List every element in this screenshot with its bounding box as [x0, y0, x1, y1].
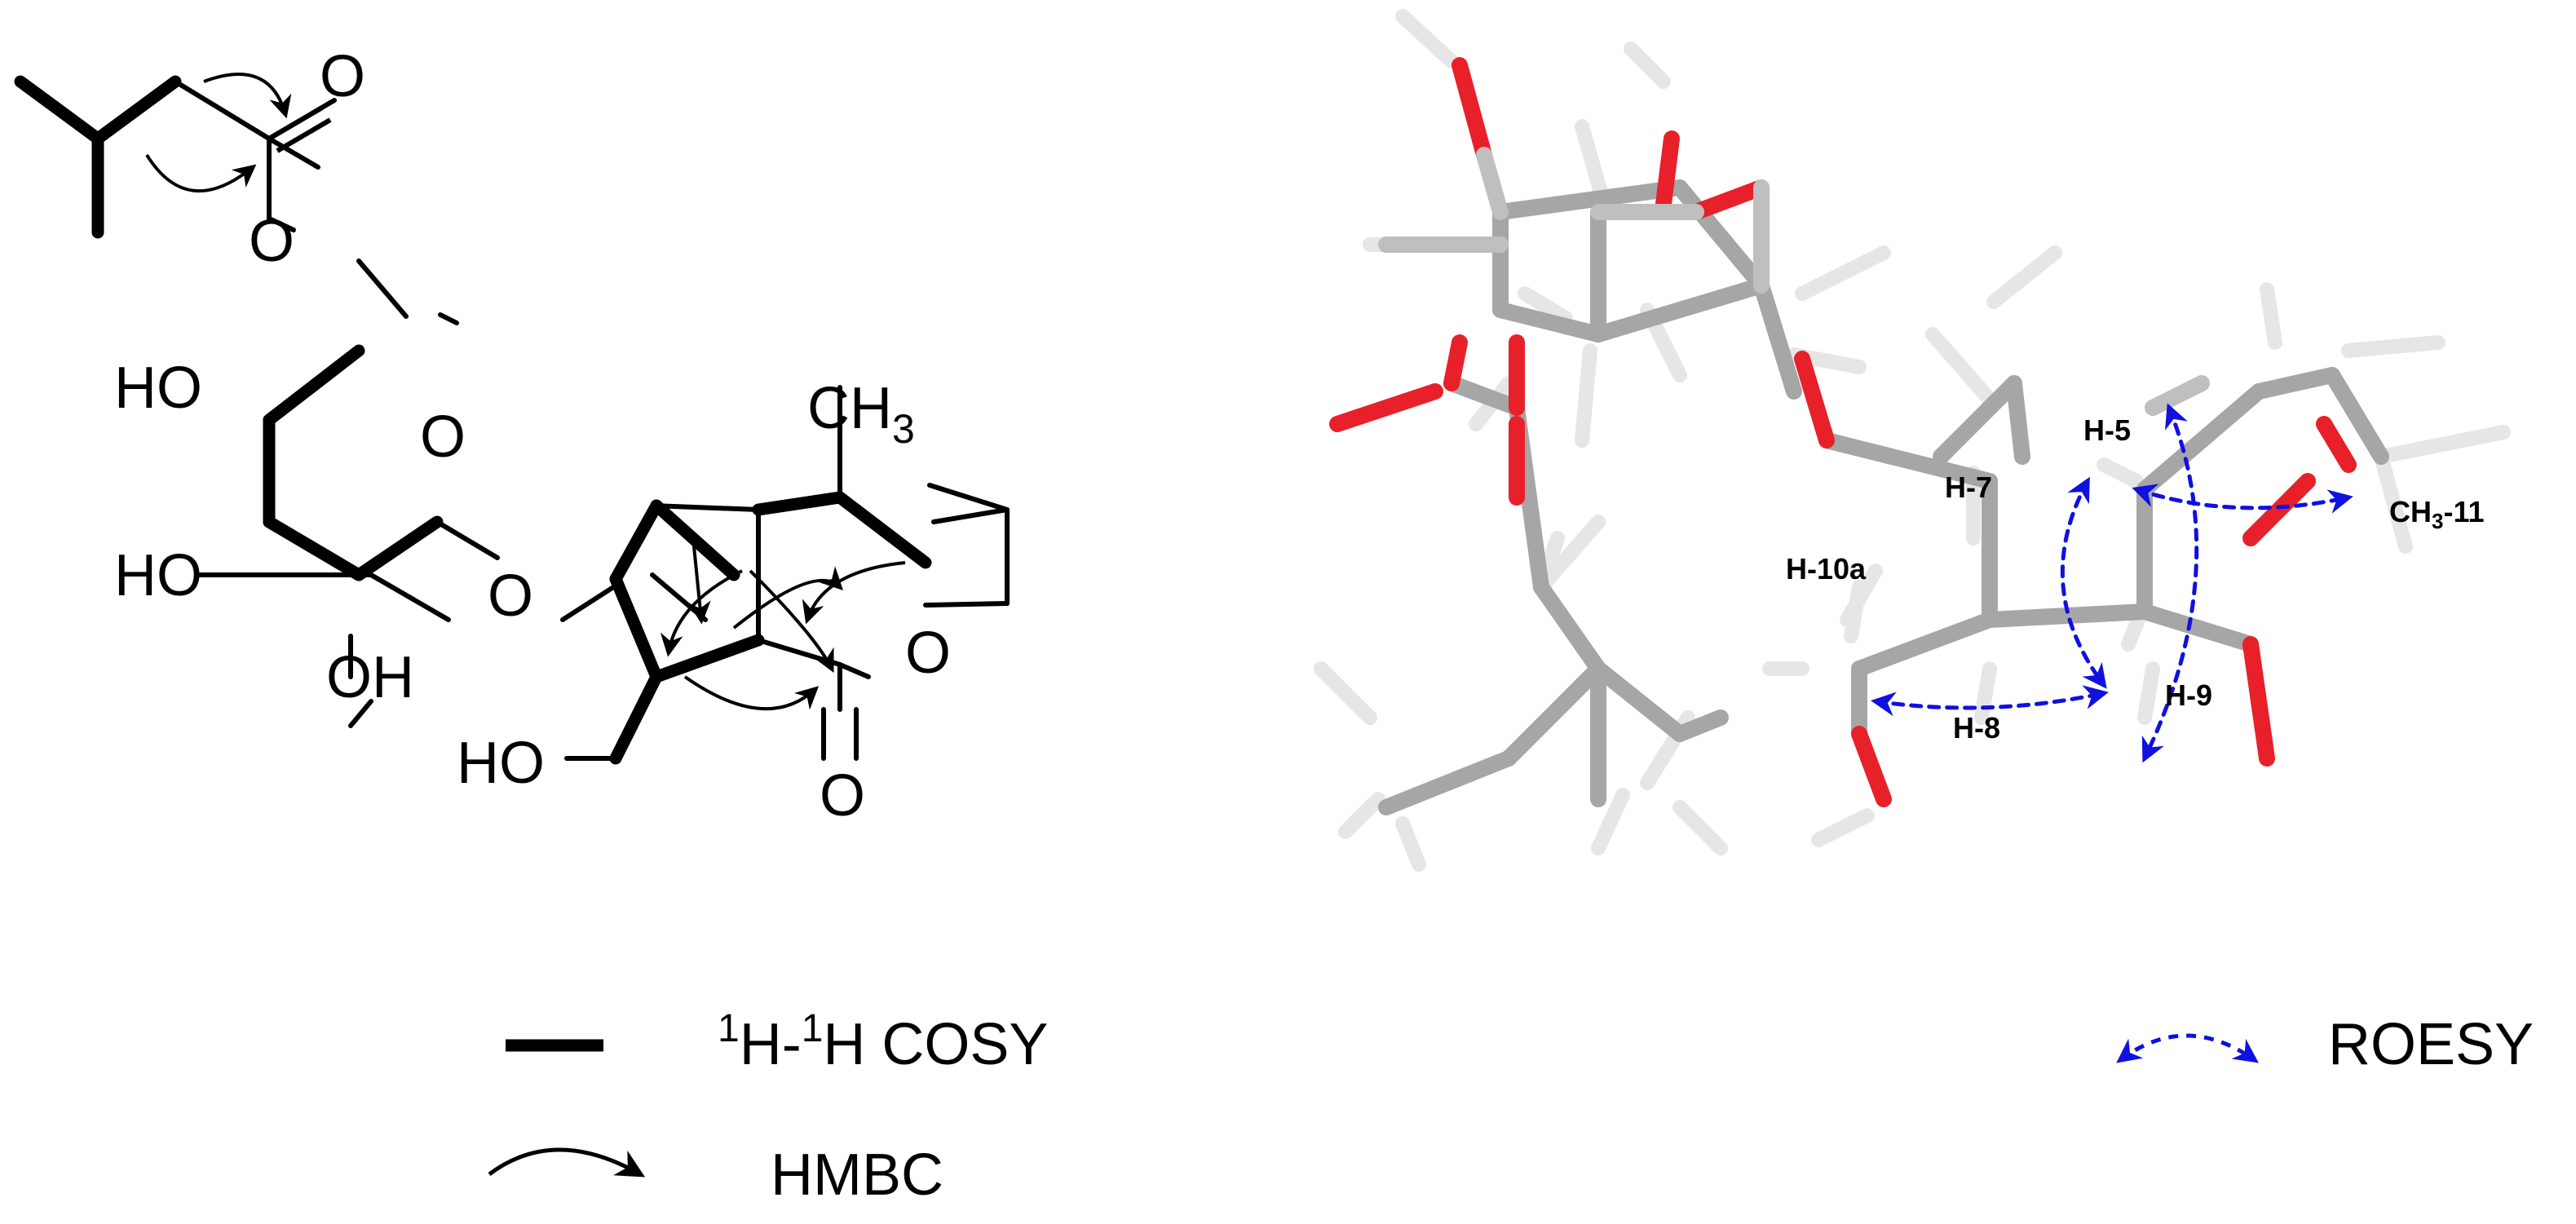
- legend: 1H-1H COSY HMBC ROESY: [488, 1007, 2534, 1208]
- lactone-ring-o: O: [905, 621, 951, 686]
- ester-carbonyl-o: O: [320, 44, 365, 109]
- cosy-legend-label: 1H-1H COSY: [718, 1007, 1048, 1077]
- hmbc-legend-label: HMBC: [771, 1142, 943, 1208]
- atom-labels: O O O O HO HO OH CH3 O O HO: [114, 44, 951, 829]
- glycosidic-o: O: [488, 563, 533, 629]
- methyl-label: CH3: [807, 376, 915, 452]
- single-bonds: [173, 79, 1010, 761]
- hmbc-arrows: [145, 73, 906, 711]
- label-h8: H-8: [1953, 711, 2000, 745]
- ho-label-3: HO: [114, 543, 202, 608]
- label-h9: H-9: [2165, 678, 2212, 712]
- hydroxymethyl-label: HO: [457, 731, 545, 796]
- 3d-molecular-model: H-5 H-7 H-10a H-8 H-9 CH3-11: [1314, 9, 2511, 872]
- ho-label-4: HO: [114, 356, 202, 421]
- label-h5: H-5: [2083, 413, 2131, 447]
- roesy-legend-arrow: [2116, 1033, 2259, 1063]
- roesy-arrows: [1871, 403, 2353, 763]
- label-ch3-11: CH3-11: [2389, 495, 2485, 533]
- proton-labels: H-5 H-7 H-10a H-8 H-9 CH3-11: [1786, 413, 2485, 745]
- oxygen-sticks: [1329, 57, 2357, 807]
- hmbc-legend-arrow: [488, 1147, 646, 1178]
- oh-label-2: OH: [326, 645, 414, 710]
- label-h10a: H-10a: [1786, 552, 1867, 585]
- carbon-sticks: [1378, 179, 2389, 815]
- lactone-carbonyl-o: O: [820, 763, 865, 829]
- cosy-bold-bonds: [14, 75, 932, 765]
- ring-o: O: [420, 404, 466, 470]
- label-h7: H-7: [1945, 471, 1992, 504]
- roesy-legend-label: ROESY: [2328, 1012, 2534, 1077]
- chemical-structure: O O O O HO HO OH CH3 O O HO: [14, 44, 1010, 829]
- ester-o: O: [249, 209, 294, 274]
